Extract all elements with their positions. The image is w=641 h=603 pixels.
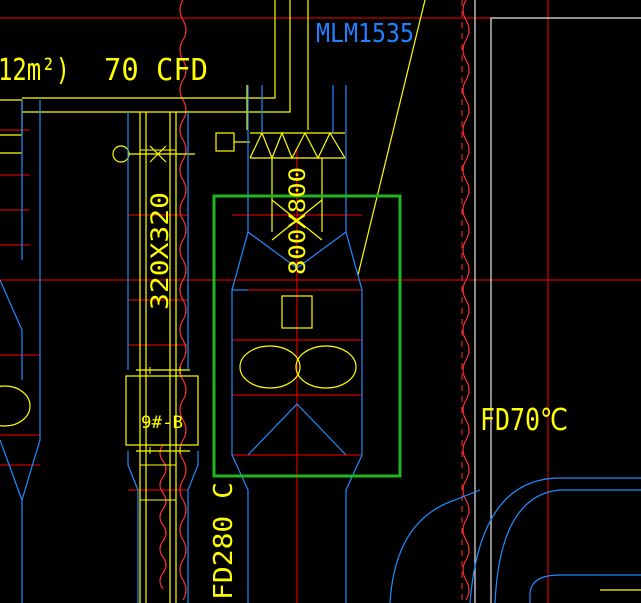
fd-bottom-label: FD280 C (209, 482, 239, 600)
curved-duct (389, 489, 481, 603)
fan-ellipse-left (239, 345, 301, 389)
damper-flange-marks (139, 367, 181, 454)
fd-right-label: FD70℃ (480, 403, 568, 438)
duct-size-vertical: 320X320 (146, 192, 174, 310)
building-outline (474, 0, 641, 603)
blue-duct-lines (0, 85, 641, 603)
room-outline (22, 0, 291, 113)
damper-cross (149, 145, 167, 163)
damper-circle (112, 145, 130, 163)
tag-mlm: MLM1535 (316, 19, 414, 49)
duct-stripe-ticks (140, 149, 176, 501)
leader-line (357, 0, 426, 276)
curved-duct (494, 489, 641, 603)
duct-outline-left (231, 85, 249, 603)
damper-tag: 9#-B (141, 413, 183, 433)
duct-outline-right (345, 85, 363, 603)
fire-wall-wavy-line-right (462, 0, 470, 601)
curved-duct (469, 477, 641, 603)
left-duct (21, 330, 41, 603)
transition-v-bottom (247, 403, 347, 456)
transition-v-top (247, 231, 347, 269)
fire-wall-wavy-line-bottom (159, 444, 167, 590)
fire-wall-wavy-line-left (179, 0, 187, 601)
duct-outer (187, 451, 199, 603)
left-duct (0, 279, 23, 380)
wall-outline (490, 17, 641, 603)
fan-ellipse-right (295, 345, 357, 389)
area-text: 12m²) (0, 53, 70, 88)
left-duct (0, 439, 23, 501)
selection-box[interactable] (212, 194, 402, 478)
damper-box (125, 375, 199, 446)
control-box (215, 132, 235, 152)
curved-duct (529, 574, 641, 603)
duct-size-center: 800X800 (286, 167, 311, 275)
valve-cross (271, 199, 323, 241)
unit-square (281, 295, 313, 329)
fan-ellipse-partial (0, 385, 31, 427)
duct-outer (127, 451, 139, 603)
room-outline (22, 0, 276, 99)
flow-text: 70 CFD (104, 53, 208, 88)
